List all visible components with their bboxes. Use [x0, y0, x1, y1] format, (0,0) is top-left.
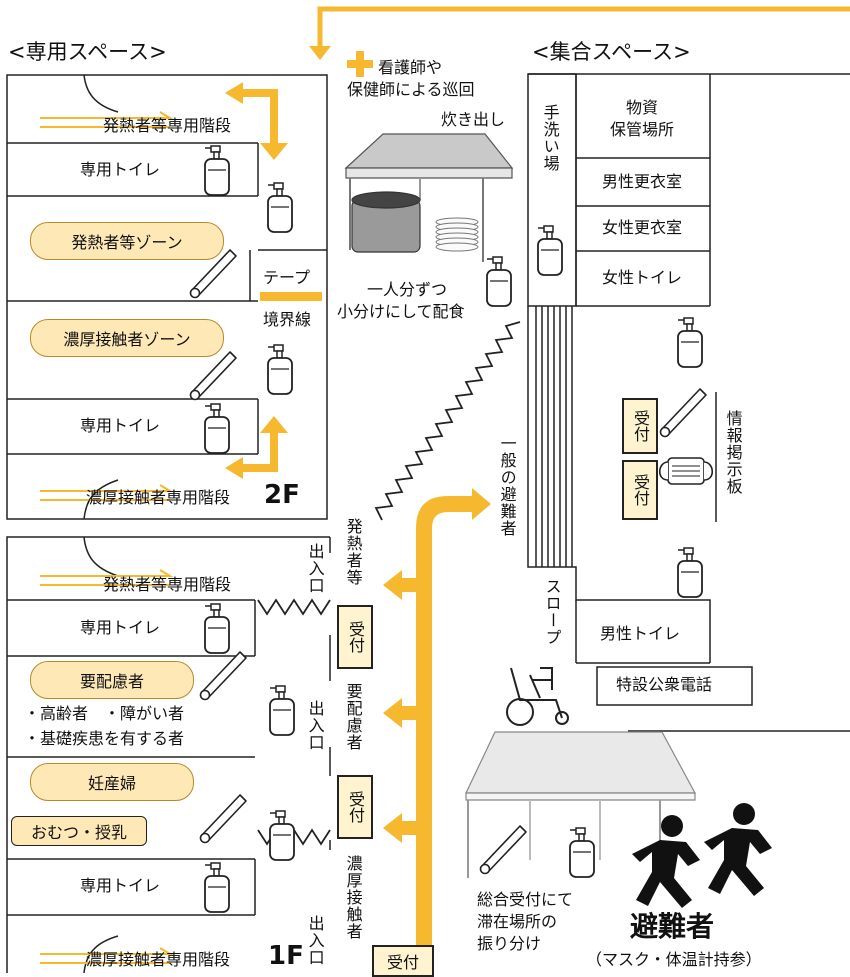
diaper-nursing-label: おむつ・授乳 [11, 816, 147, 846]
intake-line1: 総合受付にて [477, 890, 574, 909]
pregnant-pill: 妊産婦 [30, 763, 194, 801]
reception-contact-box: 受付 [372, 945, 434, 977]
nurse-cross-icon [347, 51, 373, 77]
intake-line2: 滞在場所の [477, 912, 558, 931]
men-changing-room: 男性更衣室 [602, 172, 683, 191]
contact-zone-pill: 濃厚接触者ゾーン [30, 319, 224, 357]
entrance-contact: 出入口 [305, 915, 325, 966]
women-changing-room: 女性更衣室 [602, 218, 683, 237]
serving-line1: 一人分ずつ [367, 280, 448, 299]
mask-icon [658, 457, 714, 485]
right-building [527, 73, 850, 732]
wheelchair-icon [506, 667, 569, 726]
central-arrow [383, 488, 491, 973]
floor1-toilet-top: 専用トイレ [80, 618, 161, 637]
floor2-contact-stairs: 濃厚接触者専用階段 [86, 488, 231, 507]
info-board-label: 情報掲示板 [723, 410, 743, 495]
intake-line3: 振り分け [477, 934, 542, 953]
right-space-heading: <集合スペース> [532, 40, 691, 64]
contact-group-label: 濃厚接触者 [343, 855, 363, 940]
floor2-fever-stairs: 発熱者等専用階段 [103, 116, 232, 135]
slope-label: スロープ [542, 578, 562, 646]
public-phone: 特設公衆電話 [616, 675, 713, 694]
care-needed-pill: 要配慮者 [30, 661, 194, 699]
entrance-care: 出入口 [305, 700, 325, 751]
evacuee-runners-icon [632, 803, 772, 908]
floor2-toilet-top: 専用トイレ [80, 160, 161, 179]
supplies-line2: 保管場所 [610, 120, 675, 139]
nurse-line2: 保健師による巡回 [347, 80, 475, 99]
floor1-toilet-bottom: 専用トイレ [80, 876, 161, 895]
floor1-label: 1F [268, 941, 304, 971]
serving-line2: 小分けにして配食 [337, 302, 465, 321]
reception-right-top-box: 受付 [622, 398, 658, 454]
reception-right-bottom-box: 受付 [622, 460, 658, 520]
entrance-fever: 出入口 [305, 543, 325, 594]
floor2-block [6, 74, 328, 520]
cooking-tent [344, 133, 514, 262]
care-list-line2: ・基礎疾患を有する者 [24, 729, 185, 748]
women-toilet: 女性トイレ [602, 268, 683, 287]
cooking-label: 炊き出し [441, 110, 506, 129]
evacuee-note: （マスク・体温計持参） [586, 950, 762, 969]
care-group-label: 要配慮者 [343, 683, 363, 751]
floor2-toilet-bottom: 専用トイレ [80, 416, 161, 435]
floor2-label: 2F [264, 480, 300, 510]
floor1-contact-stairs: 濃厚接触者専用階段 [86, 950, 231, 969]
pot [351, 191, 421, 253]
evacuee-label: 避難者 [630, 910, 715, 943]
nurse-line1: 看護師や [378, 58, 443, 77]
tape-label: テープ [263, 268, 311, 287]
zigzag-path [374, 321, 521, 521]
handwash-label: 手洗い場 [540, 104, 560, 172]
plates [435, 217, 479, 252]
fever-zone-pill: 発熱者等ゾーン [30, 222, 224, 260]
floor1-fever-stairs: 発熱者等専用階段 [103, 575, 232, 594]
general-evacuees-label: 一般の避難者 [497, 435, 517, 537]
care-list-line1: ・高齢者 ・障がい者 [24, 704, 185, 723]
reception-fever-box: 受付 [337, 605, 373, 669]
intake-tent [465, 731, 697, 878]
floor1-block [6, 536, 331, 973]
fever-group-label: 発熱者等 [343, 518, 363, 586]
reception-care-box: 受付 [337, 775, 373, 839]
supplies-line1: 物資 [626, 98, 659, 117]
men-toilet: 男性トイレ [600, 624, 681, 643]
left-space-heading: <専用スペース> [8, 40, 167, 64]
boundary-label: 境界線 [263, 310, 312, 329]
